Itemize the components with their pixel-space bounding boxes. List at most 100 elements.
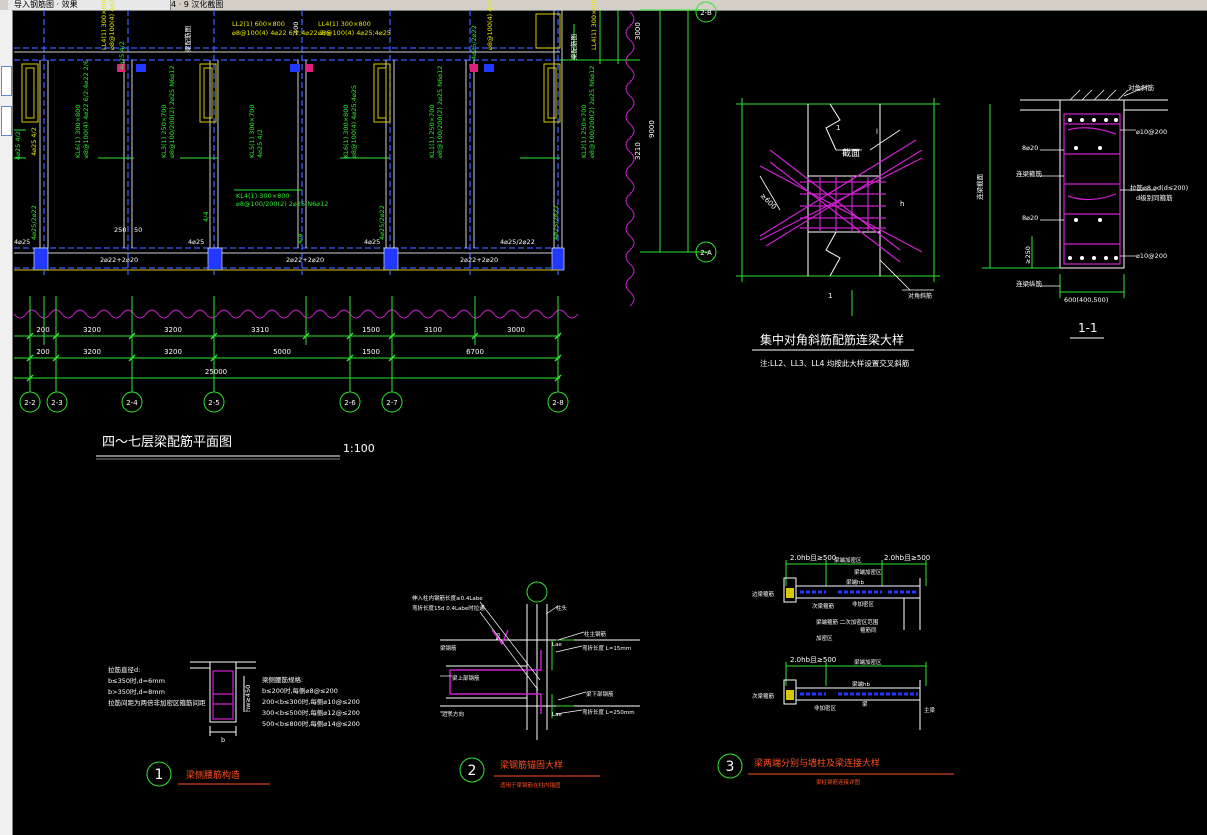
axis-label: 2-B bbox=[700, 9, 712, 17]
detail2-label: 弯折长度15d 0.4Labe时拉通 bbox=[412, 604, 485, 612]
section-label: 连梁截面 bbox=[975, 174, 984, 201]
axis-label: 2-6 bbox=[344, 399, 356, 407]
detail2-title: 梁钢筋锚固大样 bbox=[500, 759, 563, 771]
plan-dimension-lines bbox=[14, 9, 710, 392]
detail2-label: Lae bbox=[552, 642, 562, 648]
beam-label: 400 bbox=[292, 22, 300, 34]
detail3-column-blocks bbox=[786, 588, 794, 700]
section-label: ⌀10@200 bbox=[1136, 252, 1167, 260]
dim-text: 3000 bbox=[634, 22, 642, 40]
detail2-subtitle: 适用于梁钢筋在柱内锚固 bbox=[500, 781, 561, 789]
beam-label: ⌀8@100(4) 4⌀25;4⌀25 bbox=[486, 0, 494, 50]
beam-label: 4⌀25 4/2 bbox=[256, 129, 264, 158]
cut-label: 1 bbox=[836, 124, 840, 132]
axis-label: 2-4 bbox=[126, 399, 138, 407]
detail3-dims bbox=[785, 560, 927, 686]
beam-label: ⌀8@100/200(2) 2⌀25 N6⌀12 bbox=[436, 66, 444, 158]
detail1-line: 200<b≤300时,每侧⌀10@≤200 bbox=[262, 697, 360, 706]
detail3-label: 次梁箍筋 bbox=[752, 692, 775, 700]
wall-pier bbox=[807, 103, 881, 277]
diagonal-beam-detail: 1 1 截面 ≥600 l h 对角斜筋 集中对角斜筋配筋连梁大样 注:LL2、… bbox=[736, 98, 940, 368]
section-label: 连梁箍筋 bbox=[1016, 169, 1043, 178]
tab-screenshot[interactable]: 4 · 9 汉化截图 bbox=[171, 0, 224, 9]
detail-3-connections: 2.0hb且≥500 梁端加密区 2.0hb且≥500 梁端加密区 梁端hb 非… bbox=[717, 554, 954, 786]
section-bars bbox=[1063, 113, 1121, 265]
beam-label: KL6(1) 300×800 bbox=[74, 104, 82, 158]
detail1-section bbox=[190, 661, 256, 736]
detail3-label: 梁端加密区 bbox=[854, 658, 882, 666]
detail1-bars bbox=[212, 670, 234, 720]
toolbar-button[interactable] bbox=[1, 106, 12, 136]
detail3-label: 梁端箍筋 二次加密区范围 bbox=[816, 618, 879, 626]
beam-plan: 2-2 2-3 2-4 2-5 2-6 2-7 2-8 2-B 2-A 200 … bbox=[13, 0, 717, 460]
beam-label: 4/4 bbox=[296, 234, 304, 244]
detail3-label: 箍筋同 bbox=[860, 626, 877, 634]
left-toolbar bbox=[0, 10, 13, 835]
detail-main-text: 1 1 截面 ≥600 l h 对角斜筋 bbox=[759, 124, 932, 300]
beam-label: ⌀8@100(4) 4⌀25;4⌀25 bbox=[108, 0, 116, 50]
dim-text: 3000 bbox=[507, 326, 525, 334]
detail3-label: 梁 bbox=[862, 700, 868, 708]
center-label: 截面 bbox=[842, 147, 860, 159]
detail3-label: 加密区 bbox=[816, 634, 833, 642]
beam-edges bbox=[14, 10, 563, 270]
beam-label: 4⌀25/2⌀22 bbox=[470, 25, 478, 60]
dim-text: 3210 bbox=[634, 142, 642, 160]
detail3-label: 主梁 bbox=[924, 706, 936, 714]
axis-labels: 2-2 2-3 2-4 2-5 2-6 2-7 2-8 2-B 2-A bbox=[24, 9, 712, 407]
plan-dimension-text: 200 3200 3200 3310 1500 3100 3000 200 32… bbox=[36, 326, 525, 376]
detail2-label: 梁上部钢筋 bbox=[452, 674, 480, 682]
beam-label: LL4(1) 300×800 bbox=[590, 0, 598, 50]
section-text: 对角斜筋 8⌀20 8⌀20 ⌀10@200 ⌀10@200 拉筋⌀8 ⌀d(d… bbox=[975, 83, 1188, 304]
dim-text: 5000 bbox=[273, 348, 291, 356]
detail2-text: 伸入柱内钢筋长度≥0.4Labe 弯折长度15d 0.4Labe时拉通 柱头 L… bbox=[412, 594, 635, 718]
section-label: 对角斜筋 bbox=[1128, 83, 1155, 92]
detail1-line: 拉筋间距为两倍非加密区箍筋间距 bbox=[108, 698, 206, 707]
detail-number: 2 bbox=[468, 763, 477, 779]
vertical-dims: 9000 3210 3000 bbox=[634, 22, 656, 160]
beam-label: ⌀8@100(4) 4⌀22 6/2;4⌀22 2/6 bbox=[82, 60, 90, 158]
detail3-label: 梁端hb bbox=[852, 680, 870, 688]
beam-label: ⌀8@100/200(2) 2⌀25 N6⌀12 bbox=[236, 200, 328, 208]
detail2-label: 柱主钢筋 bbox=[584, 630, 607, 638]
cut-label: 1 bbox=[828, 292, 832, 300]
beam-label: LL4(1) 300×800 bbox=[100, 0, 108, 50]
detail1-line: 拉筋直径d: bbox=[108, 665, 140, 674]
axis-label: 2-8 bbox=[552, 399, 563, 407]
detail3-label: 非加密区 bbox=[852, 600, 875, 608]
column-axis-bubble bbox=[526, 581, 548, 603]
detail1-dim: b bbox=[221, 736, 225, 744]
section-label: 8⌀20 bbox=[1022, 214, 1038, 222]
beam-label: KL6(1) 300×800 bbox=[342, 104, 350, 158]
angle-dim: ≥600 bbox=[759, 192, 778, 211]
detail3-text: 2.0hb且≥500 梁端加密区 2.0hb且≥500 梁端加密区 梁端hb 非… bbox=[752, 554, 936, 714]
detail3-beams bbox=[783, 577, 921, 730]
detail2-label: Lae bbox=[552, 712, 562, 718]
beam-label: 4⌀25 4/2 bbox=[30, 127, 38, 156]
section-label: ≥250 bbox=[1024, 246, 1032, 264]
plan-scale: 1:100 bbox=[343, 442, 375, 455]
detail-leaders bbox=[759, 129, 934, 291]
beam-label: KL4(1) 300×800 bbox=[236, 192, 290, 200]
beam-label: 4⌀25 4/2 bbox=[118, 41, 126, 70]
lead-label: 对角斜筋 bbox=[908, 292, 932, 300]
detail3-label: 2.0hb且≥500 bbox=[790, 554, 836, 562]
beam-label: LL4(1) 300×800 bbox=[318, 20, 371, 28]
beam-label: 4⌀25 bbox=[14, 238, 30, 246]
section-label: 拉筋⌀8 ⌀d(d≤200) bbox=[1130, 183, 1188, 192]
dim-text: 3200 bbox=[83, 348, 101, 356]
tab-drawing[interactable]: 导入钢筋图 · 效果 bbox=[8, 0, 171, 10]
dim-text: 3200 bbox=[83, 326, 101, 334]
axis-bubbles bbox=[19, 1, 717, 413]
detail-note: 注:LL2、LL3、LL4 均按此大样设置交叉斜筋 bbox=[760, 358, 910, 368]
detail1-line: 梁侧腰筋规格: bbox=[262, 675, 303, 684]
toolbar-button[interactable] bbox=[1, 66, 12, 96]
plan-white-text: 2⌀22+2⌀20 2⌀22+2⌀20 2⌀22+2⌀20 4⌀25 4⌀25 … bbox=[14, 22, 578, 264]
detail-title: 集中对角斜筋配筋连梁大样 bbox=[760, 332, 904, 347]
axis-label: 2-7 bbox=[386, 399, 397, 407]
tab-bar: 导入钢筋图 · 效果 4 · 9 汉化截图 bbox=[0, 0, 1207, 11]
section-1-1: 对角斜筋 8⌀20 8⌀20 ⌀10@200 ⌀10@200 拉筋⌀8 ⌀d(d… bbox=[975, 83, 1188, 339]
detail-number: 3 bbox=[726, 759, 735, 775]
plan-title: 四～七层梁配筋平面图 bbox=[102, 434, 232, 450]
